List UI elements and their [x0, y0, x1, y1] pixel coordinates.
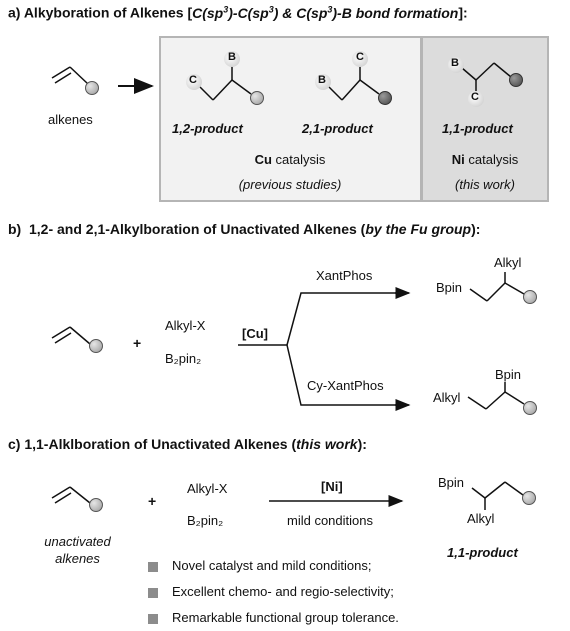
ni-catalysis-word: catalysis [468, 152, 519, 167]
cu-panel [159, 36, 422, 202]
bullet-text: Novel catalyst and mild conditions; [172, 558, 372, 573]
cu-metal: Cu [254, 152, 272, 167]
product-c-left: Bpin [438, 475, 465, 490]
ni-note: (this work) [455, 177, 515, 192]
reagent-c-b2pin2: B₂pin₂ [187, 513, 224, 528]
ni-catalysis-label: Ni catalysis [435, 152, 535, 167]
atom-label: C [356, 51, 364, 63]
bullet-text: Excellent chemo- and regio-selectivity; [172, 584, 394, 599]
alkenes-label: alkenes [48, 112, 93, 127]
atom-label: B [318, 74, 326, 86]
section-b-title: b) 1,2- and 2,1-Alkylboration of Unactiv… [8, 221, 481, 237]
product-21-structure [324, 64, 380, 101]
alkene-c [51, 486, 91, 504]
alkene-a [51, 66, 89, 85]
unactivated-label: unactivated [44, 534, 111, 549]
ni-panel [421, 36, 549, 202]
plus-c: + [148, 493, 157, 509]
atom-label: C [189, 74, 197, 86]
reagent-b-alkylx: Alkyl-X [165, 318, 206, 333]
product-c-name: 1,1-product [447, 545, 518, 560]
product-b-lower-structure [467, 382, 525, 410]
product-11-name: 1,1-product [442, 121, 513, 136]
atom-label: B [228, 51, 236, 63]
conditions-c: mild conditions [287, 513, 373, 528]
bullet-item: Remarkable functional group tolerance. [148, 610, 399, 625]
bullet-square-icon [148, 613, 158, 624]
atom-label: B [451, 57, 459, 69]
section-c-title: c) 1,1-Alklboration of Unactivated Alken… [8, 436, 367, 452]
cu-note: (previous studies) [238, 177, 342, 192]
product-21-name: 2,1-product [302, 121, 373, 136]
ni-metal: Ni [451, 152, 465, 167]
section-a-title: a) Alkyboration of Alkenes [C(sp3)-C(sp3… [8, 4, 468, 21]
reagent-b-b2pin2: B₂pin₂ [165, 351, 202, 366]
bullet-square-icon [148, 587, 158, 598]
catalyst-c: [Ni] [321, 479, 343, 494]
alkene-b [51, 326, 91, 345]
product-b-upper-top: Alkyl [494, 255, 522, 270]
product-b-upper-structure [469, 272, 525, 302]
product-12-name: 1,2-product [172, 121, 243, 136]
bullet-item: Excellent chemo- and regio-selectivity; [148, 584, 394, 599]
reagent-c-alkylx: Alkyl-X [187, 481, 228, 496]
cu-catalysis-label: Cu catalysis [240, 152, 340, 167]
cu-catalysis-word: catalysis [275, 152, 326, 167]
bullet-text: Remarkable functional group tolerance. [172, 610, 399, 625]
product-b-upper-left: Bpin [436, 280, 463, 295]
alkenes-label-c: alkenes [55, 551, 100, 566]
catalyst-b: [Cu] [242, 326, 268, 341]
product-c-bottom: Alkyl [467, 511, 495, 526]
plus-b: + [133, 335, 142, 351]
bullet-square-icon [148, 561, 158, 572]
ligand-lower: Cy-XantPhos [307, 378, 384, 393]
product-b-lower-left: Alkyl [433, 390, 461, 405]
product-11-structure [461, 62, 512, 92]
bullet-item: Novel catalyst and mild conditions; [148, 558, 371, 573]
atom-label: C [471, 91, 479, 103]
branch-arrows-b [238, 292, 406, 406]
product-c-structure [471, 481, 524, 510]
ligand-upper: XantPhos [316, 268, 373, 283]
product-12-structure [195, 64, 252, 101]
product-b-lower-top: Bpin [495, 367, 522, 382]
